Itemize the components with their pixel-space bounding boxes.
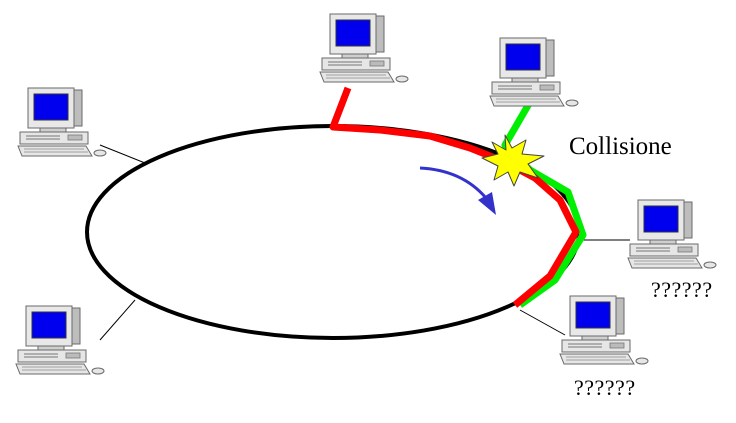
curved-arrow-icon: [419, 166, 488, 199]
computer-icon: [489, 37, 579, 107]
computer-icon: [17, 87, 107, 157]
curved-arrow-head: [478, 192, 496, 215]
unknown-label-right: ??????: [651, 277, 713, 302]
signal-red: [329, 86, 580, 308]
unknown-label-bottom: ??????: [574, 375, 636, 400]
computer-icon: [559, 295, 649, 365]
computer-icon: [15, 305, 105, 375]
computer-icon: [627, 199, 717, 269]
cable-bottom-right: [519, 309, 566, 336]
computer-icon: [319, 13, 409, 83]
collision-burst-icon: [481, 134, 545, 187]
cable-left-top: [99, 144, 146, 164]
signal-green: [501, 100, 587, 308]
cable-left-bottom: [99, 299, 136, 341]
collision-label: Collisione: [569, 133, 672, 160]
